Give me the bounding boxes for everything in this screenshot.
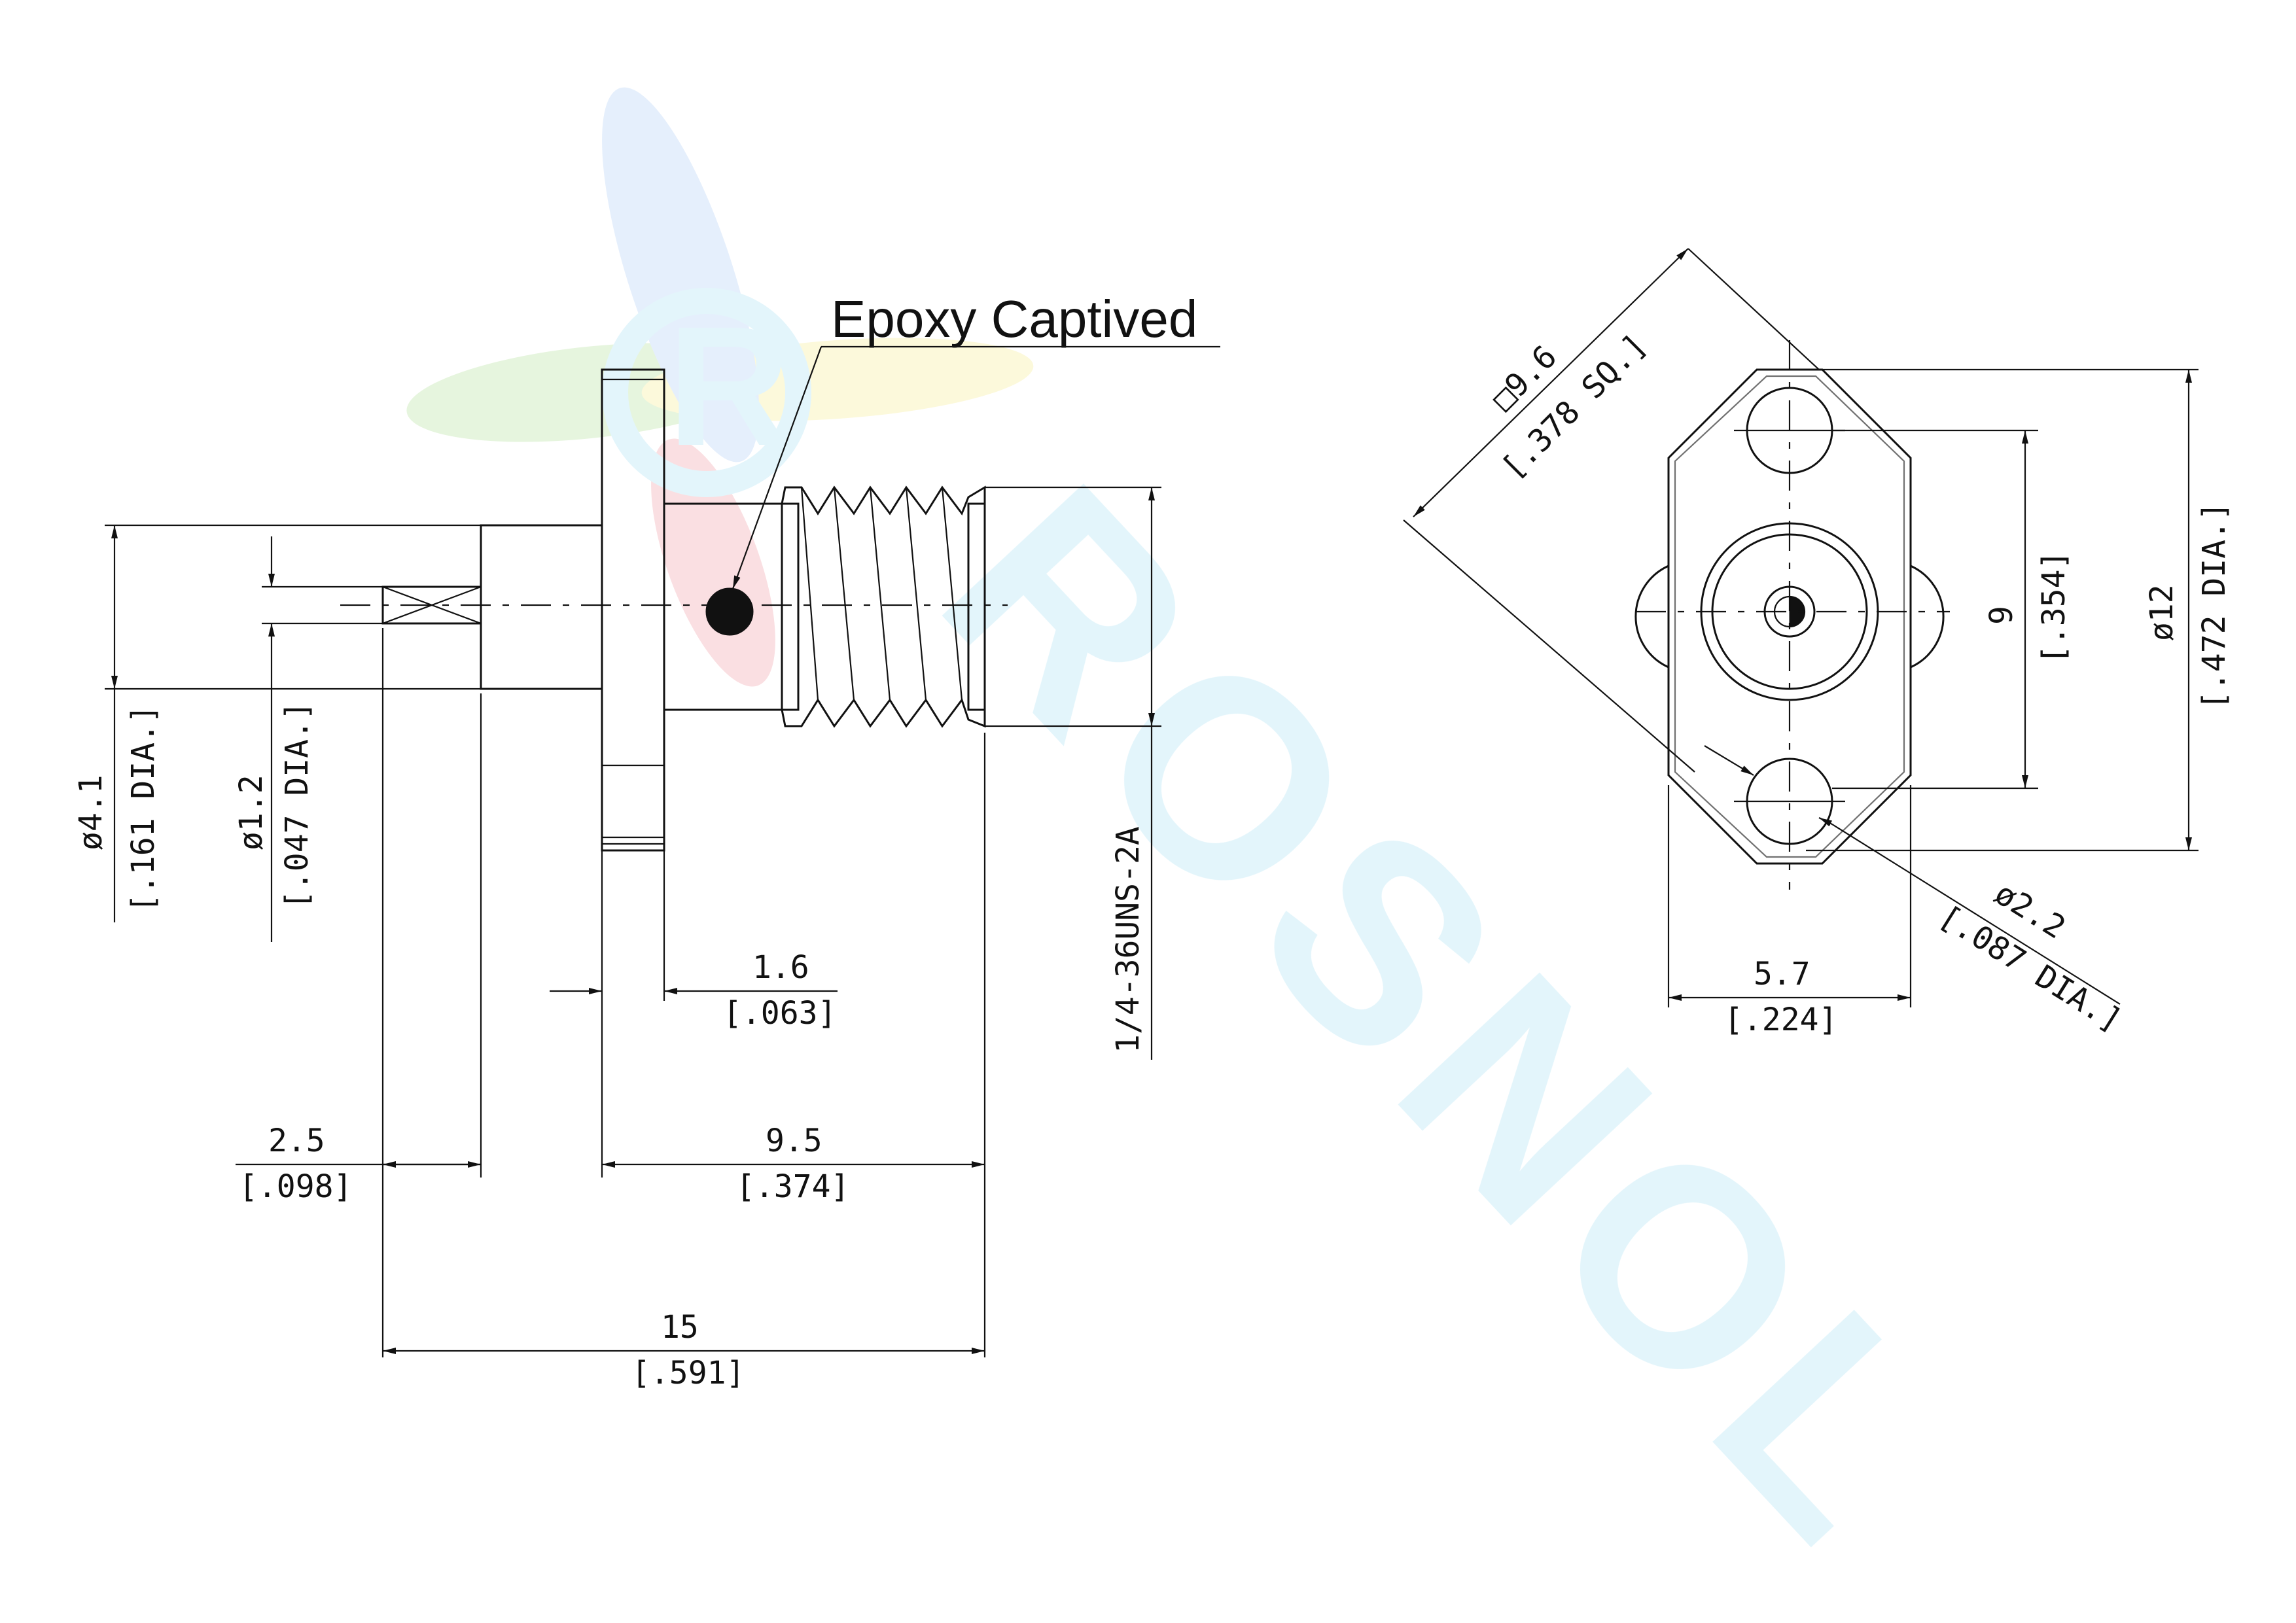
flange-outline: [1667, 368, 1912, 865]
dim-flange-thk-value: 1.6: [752, 949, 809, 986]
dim-width-value: 5.7: [1754, 956, 1810, 992]
dim-body-dia: ø4.1 [.161 DIA.]: [73, 524, 481, 922]
dim-body-dia-value: ø4.1: [73, 775, 109, 850]
logo-swoosh-blue: [602, 87, 759, 462]
dim-hole-spacing-value: 9: [1983, 606, 2020, 625]
logo-swoosh-yellow: [641, 338, 1034, 421]
connector-neck: [663, 502, 800, 711]
dim-pin-dia: ø1.2 [.047 DIA.]: [233, 536, 383, 942]
dim-flange-dia: ø12 [.472 DIA.]: [1806, 368, 2233, 852]
dim-flange-dia-inch: [.472 DIA.]: [2196, 502, 2233, 710]
dim-body-len-value: 9.5: [766, 1123, 822, 1159]
dim-pin-len-inch: [.098]: [239, 1168, 352, 1205]
watermark-brand-text: ROSNOL: [885, 428, 2016, 1609]
epoxy-leader: [732, 346, 822, 589]
dim-pin-len: 2.5 [.098]: [236, 628, 482, 1357]
logo-ring: [602, 288, 811, 497]
dim-width-inch: [.224]: [1724, 1002, 1837, 1038]
dim-body-dia-inch: [.161 DIA.]: [125, 705, 162, 913]
epoxy-dot: [705, 587, 754, 636]
dim-hole-dia: ø2.2 [.087 DIA.]: [1704, 745, 2128, 1039]
dim-hole-spacing: 9 [.354]: [1832, 429, 2072, 790]
dielectric-body: [480, 524, 603, 690]
dim-body-len-inch: [.374]: [736, 1168, 849, 1205]
dim-width: 5.7 [.224]: [1667, 785, 1912, 1038]
dim-flange-thk-inch: [.063]: [723, 995, 836, 1032]
dim-body-len: 9.5 [.374]: [602, 733, 986, 1357]
dim-thread-value: 1/4-36UNS-2A: [1110, 826, 1146, 1053]
dim-pin-dia-value: ø1.2: [233, 775, 270, 850]
logo-swoosh-green: [406, 343, 771, 442]
dim-overall-len: 15 [.591]: [383, 1309, 985, 1391]
dim-flange-dia-value: ø12: [2144, 584, 2180, 641]
center-pin: [381, 585, 482, 625]
epoxy-note: Epoxy Captived: [831, 290, 1197, 348]
dim-thread: 1/4-36UNS-2A: [985, 486, 1161, 1060]
side-view: Epoxy Captived ø4.1 [.161 DIA.] ø1.2 [.0…: [73, 290, 1220, 1391]
dim-hole-spacing-inch: [.354]: [2036, 551, 2072, 664]
dim-pin-len-value: 2.5: [268, 1123, 325, 1159]
dim-flange-thk: 1.6 [.063]: [550, 850, 838, 1178]
logo-letter: R: [667, 292, 790, 481]
dim-pin-dia-inch: [.047 DIA.]: [279, 701, 315, 909]
dim-overall-len-inch: [.591]: [631, 1355, 745, 1391]
dim-overall-len-value: 15: [661, 1309, 699, 1346]
